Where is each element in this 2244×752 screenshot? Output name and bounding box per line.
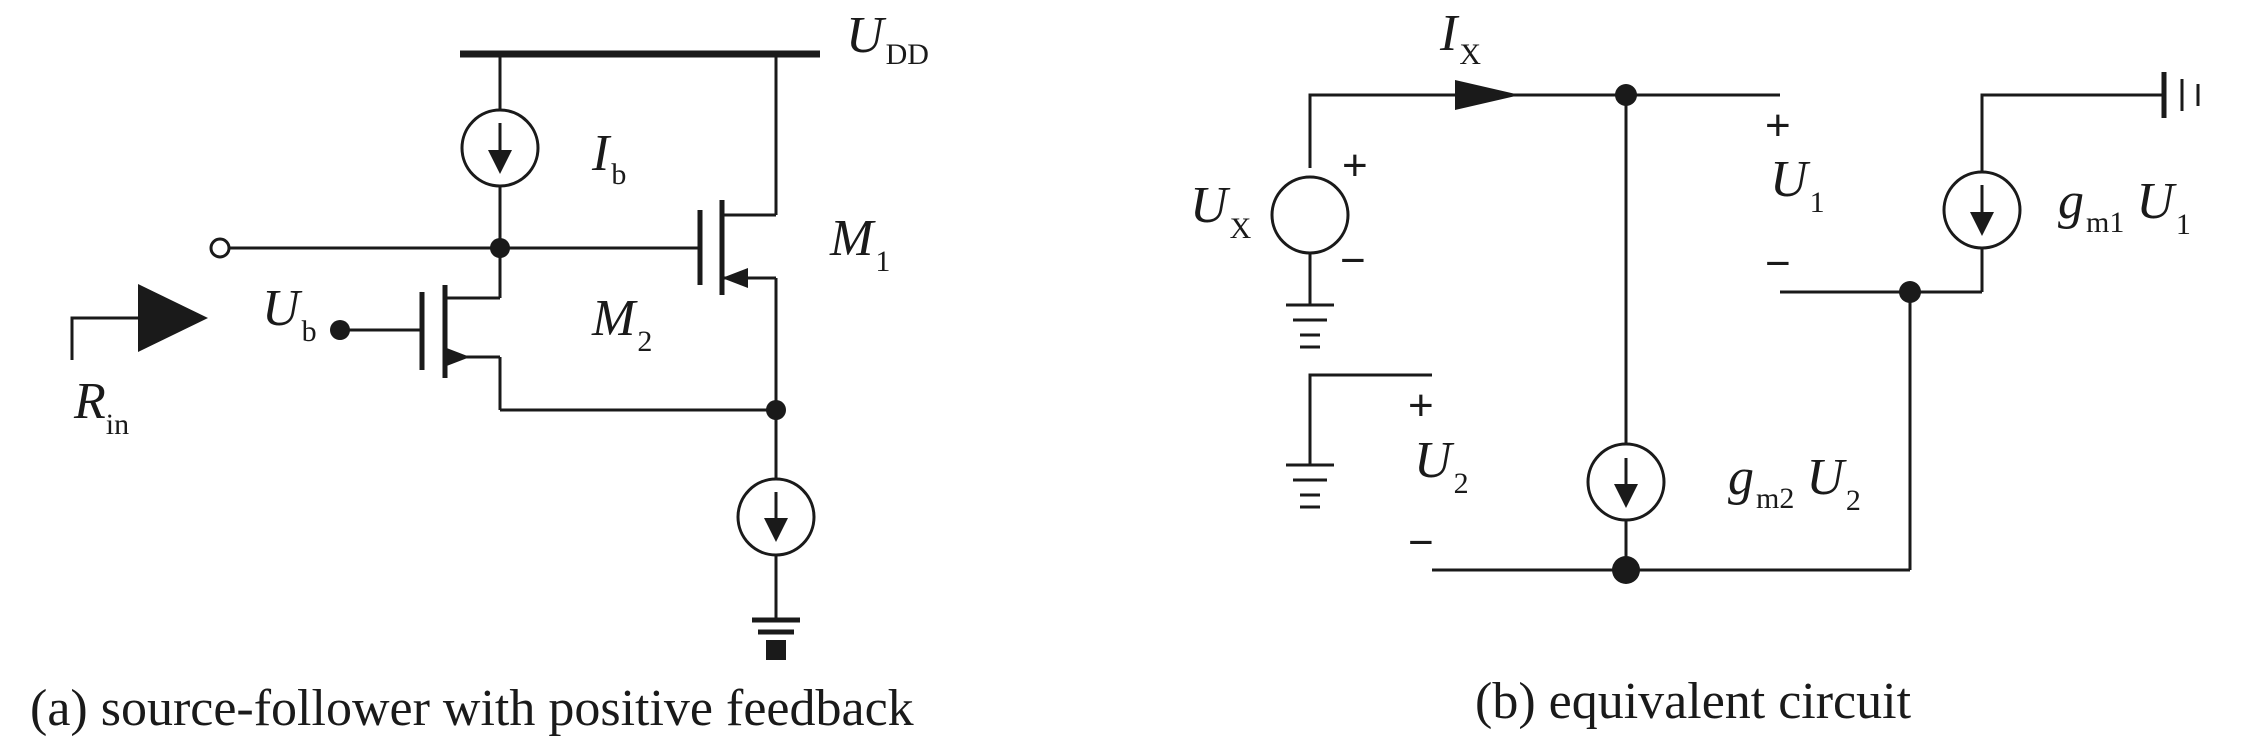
u1-label: U1 [1770,151,1825,219]
ux-voltage-source-icon [1270,175,1350,255]
rin-label: Rin [73,373,129,441]
udd-label: UDD [846,7,929,71]
circuit-a: UDD Ib M1 M2 Ub Rin (a) source-follower … [30,7,929,737]
junction-dot [1612,556,1640,584]
u1-minus-sign: − [1765,239,1791,288]
ib-label: Ib [591,125,626,191]
ground-icon [2161,72,2200,118]
ux-plus-sign: + [1342,141,1368,190]
wire [1308,93,1780,168]
ground-icon [1286,303,1334,349]
m2-label: M2 [591,290,652,358]
caption-b: (b) equivalent circuit [1475,673,1912,730]
input-terminal-icon [209,237,231,259]
rin-direction-arrow-icon [70,284,208,360]
gm2-current-source-icon [1586,442,1666,522]
m1-nmos-transistor-icon [697,54,778,405]
caption-a: (a) source-follower with positive feedba… [30,680,914,737]
ix-label: IX [1439,5,1481,71]
ix-direction-arrow-icon [1455,80,1520,110]
ub-label: Ub [262,280,317,348]
u2-plus-sign: + [1408,381,1434,430]
ground-icon [752,617,800,660]
junction-dot [490,238,510,258]
u2-minus-sign: − [1408,518,1434,567]
bottom-current-source-icon [736,477,816,557]
ux-label: UX [1190,177,1252,245]
gm1-current-source-icon [1942,170,2022,250]
ground-icon [1286,463,1334,509]
ib-current-source-icon [460,108,540,188]
wire [1980,93,2162,172]
u2-label: U2 [1414,432,1469,500]
u1-plus-sign: + [1765,101,1791,150]
ux-minus-sign: − [1340,236,1366,285]
wire [1308,373,1432,465]
junction-dot [1899,281,1921,303]
m1-label: M1 [829,210,890,278]
